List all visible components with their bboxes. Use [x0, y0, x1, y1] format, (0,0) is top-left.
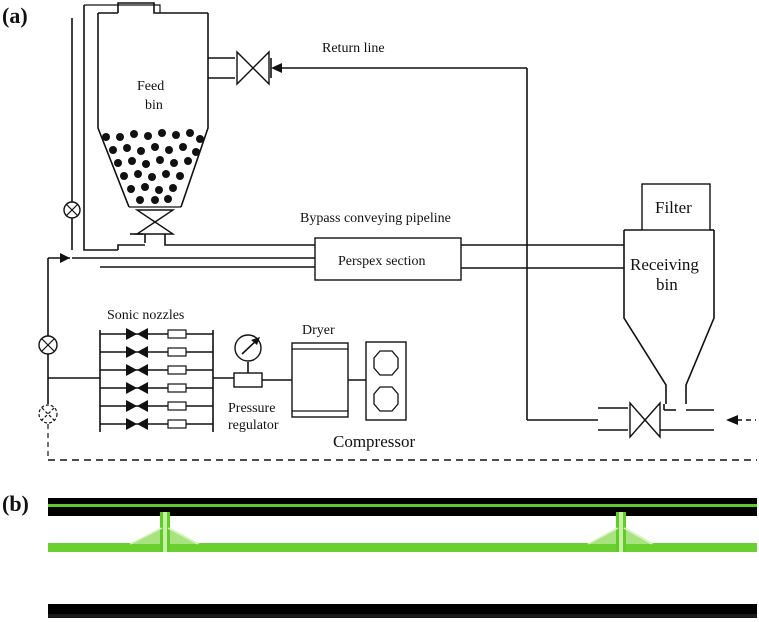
sonic-nozzles — [99, 328, 214, 432]
receiving-label-2: bin — [656, 275, 678, 294]
feed-bin — [97, 12, 209, 208]
feed-bin-label: Feed — [137, 79, 164, 94]
particles — [102, 129, 204, 204]
bypass-valve-dashed — [38, 404, 58, 424]
sonic-nozzles-label: Sonic nozzles — [107, 308, 184, 323]
supply-valve — [38, 335, 58, 355]
bin-vent-line — [71, 2, 190, 251]
feed-bin-label-2: bin — [145, 98, 163, 113]
receiving-bin — [623, 229, 715, 404]
perspex-label: Perspex section — [338, 254, 425, 269]
sonic-nozzle — [100, 382, 213, 394]
sonic-nozzle — [100, 364, 213, 376]
discharge-line — [598, 401, 756, 439]
sonic-nozzle — [100, 328, 213, 340]
vent-valve — [63, 201, 81, 219]
sonic-nozzle — [100, 346, 213, 358]
sonic-nozzle — [100, 400, 213, 412]
pressure-label: Pressure — [228, 401, 275, 416]
receiving-label: Receiving — [630, 255, 699, 274]
compressor — [365, 341, 407, 421]
bypass-pipeline — [48, 243, 624, 269]
perspex-section — [314, 237, 462, 281]
panel-a-label: (a) — [2, 3, 28, 28]
supply-line — [47, 258, 757, 461]
dryer — [291, 342, 349, 418]
panel-b-label: (b) — [2, 491, 29, 516]
feed-valve — [130, 209, 176, 243]
compressor-label: Compressor — [333, 432, 416, 451]
regulator-label: regulator — [228, 418, 279, 433]
bypass-label: Bypass conveying pipeline — [300, 211, 451, 226]
pressure-regulator — [233, 334, 263, 388]
filter-label: Filter — [655, 198, 692, 217]
pipeline-photo — [48, 498, 757, 618]
dryer-label: Dryer — [302, 323, 335, 338]
pipe-joint-2 — [587, 512, 654, 552]
sonic-nozzle — [100, 418, 213, 430]
pipe-joint-1 — [129, 512, 200, 552]
return-line — [208, 50, 598, 421]
return-line-label: Return line — [322, 41, 385, 56]
filter-box — [641, 183, 711, 231]
